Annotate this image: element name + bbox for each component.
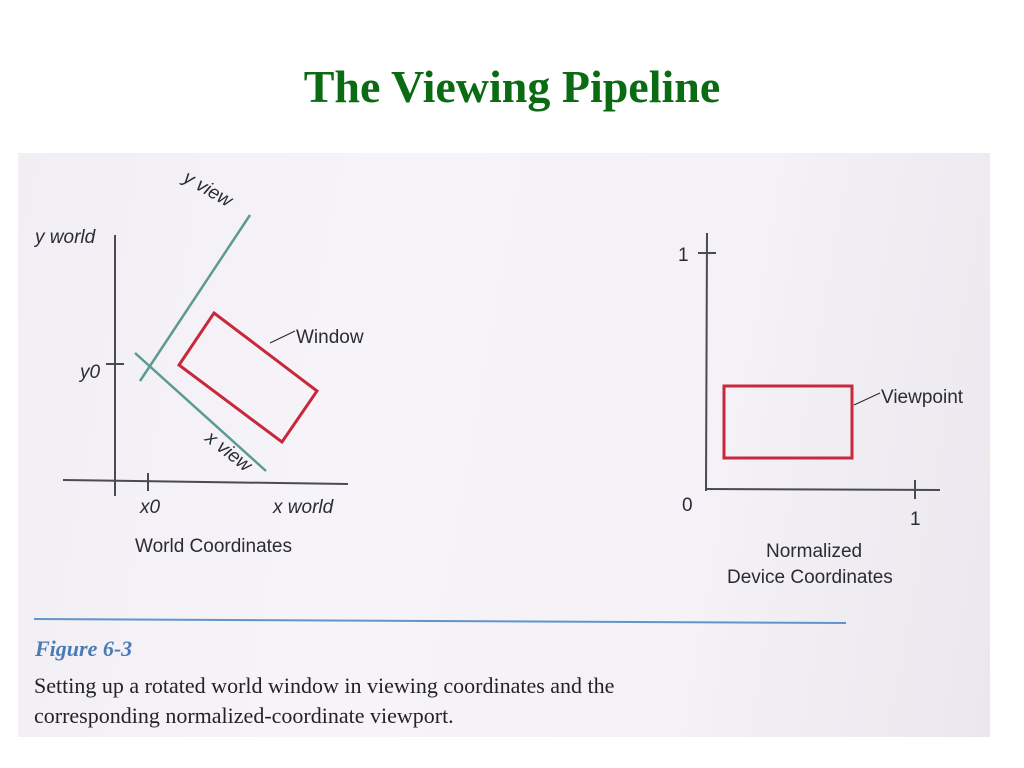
figure-number-label: Figure 6-3 — [34, 636, 132, 661]
figure-caption: Figure 6-3 Setting up a rotated world wi… — [33, 618, 847, 728]
ndc-origin-label: 0 — [682, 495, 693, 516]
x-world-axis — [62, 479, 349, 485]
x0-label: x0 — [139, 497, 161, 518]
ndc-vertical-axis — [705, 232, 708, 492]
y-view-axis — [138, 214, 252, 382]
slide-title: The Viewing Pipeline — [303, 61, 721, 112]
window-label: Window — [296, 327, 364, 348]
ndc-right-tick-label: 1 — [910, 509, 921, 530]
viewport-leader-line — [853, 392, 881, 406]
caption-rule — [33, 618, 847, 624]
ndc-caption-line2: Device Coordinates — [727, 567, 893, 588]
window-leader-line — [269, 330, 296, 344]
y-world-label: y world — [33, 227, 97, 248]
figure-caption-line1: Setting up a rotated world window in vie… — [34, 673, 614, 698]
viewport-rectangle — [722, 384, 854, 460]
textbook-figure-photo: y world y0 x0 x world Window y view x vi… — [18, 153, 990, 737]
world-window-rectangle — [176, 310, 320, 445]
y0-label: y0 — [78, 362, 101, 383]
viewing-pipeline-diagram: y world y0 x0 x world Window y view x vi… — [33, 166, 964, 728]
x-view-axis — [134, 352, 267, 472]
world-coordinates-caption: World Coordinates — [135, 536, 292, 557]
ndc-top-tick-label: 1 — [678, 245, 689, 266]
ndc-caption-line1: Normalized — [766, 541, 862, 562]
y-view-label: y view — [178, 166, 237, 212]
viewport-label: Viewpoint — [881, 387, 964, 408]
figure-caption-line2: corresponding normalized-coordinate view… — [34, 703, 454, 728]
normalized-device-panel: 1 0 1 Viewpoint Normalized Device Coordi… — [678, 232, 964, 588]
ndc-horizontal-axis — [705, 488, 941, 491]
x-world-label: x world — [272, 497, 335, 518]
x-view-label: x view — [200, 427, 256, 477]
world-coordinates-panel: y world y0 x0 x world Window y view x vi… — [33, 166, 364, 557]
